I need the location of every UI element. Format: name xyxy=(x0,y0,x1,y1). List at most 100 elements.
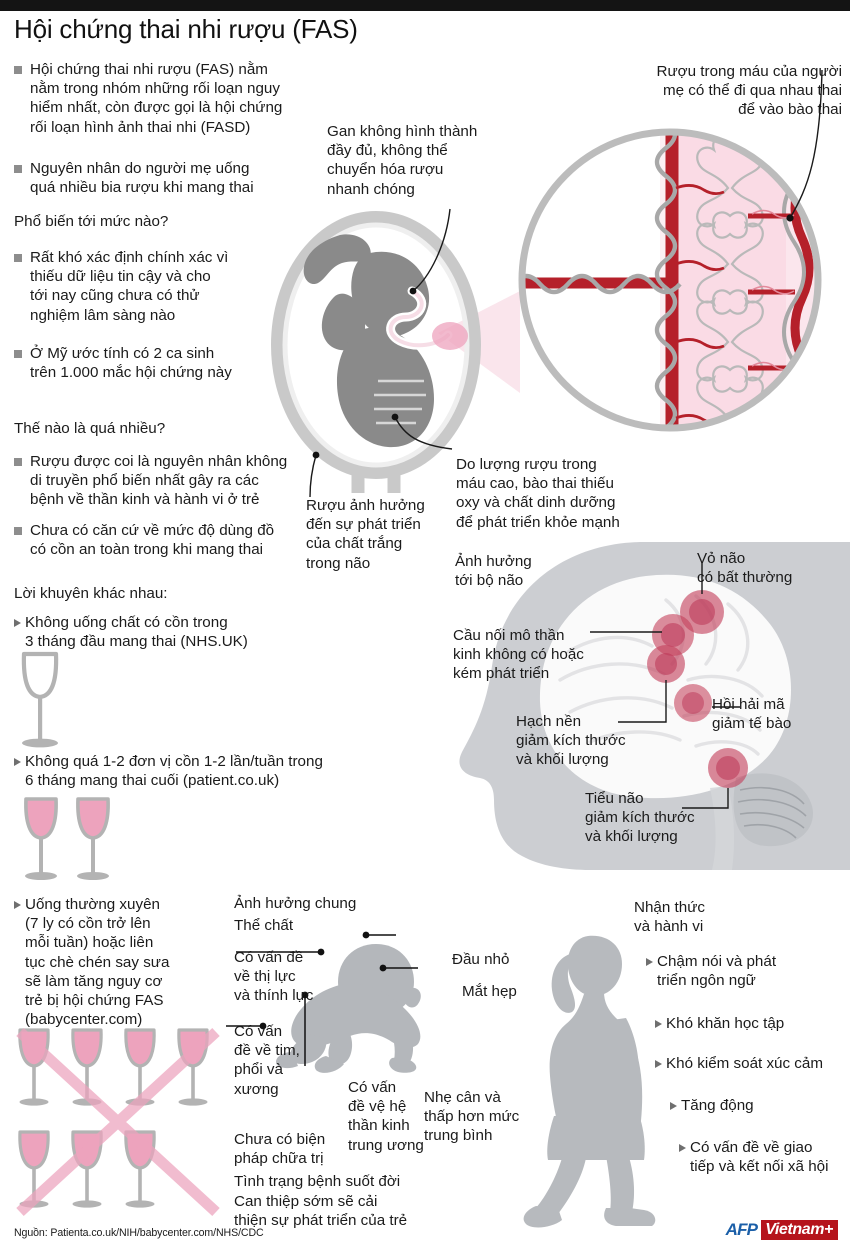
callout-leader-lines xyxy=(309,208,453,498)
prevalence-bullet-1-text: Rất khó xác định chính xác vì thiếu dữ l… xyxy=(30,249,229,324)
prevalence-bullet-2-text: Ở Mỹ ước tính có 2 ca sinh trên 1.000 mắ… xyxy=(30,345,232,382)
advice-item-2-text: Không quá 1-2 đơn vị cồn 1-2 lần/tuần tr… xyxy=(25,753,323,790)
liver-label: Gan không hình thành đầy đủ, không thể c… xyxy=(327,123,478,198)
magnifier-ring xyxy=(518,128,822,432)
top-black-bar xyxy=(0,0,850,11)
brain-label-cortex: Vỏ não có bất thường xyxy=(697,550,793,587)
callout-dot xyxy=(312,451,320,459)
oxygen-label: Do lượng rượu trong máu cao, bào thai th… xyxy=(456,456,620,531)
brain-label-corpus-callosum: Cầu nối mô thần kinh không có hoặc kém p… xyxy=(453,627,584,683)
baby-label-cns: Có vấn đề vệ hệ thần kinh trung ương xyxy=(348,1079,424,1154)
callout-dot xyxy=(786,214,794,222)
baby-subheading: Thể chất xyxy=(234,917,294,934)
white-matter-label: Rượu ảnh hưởng đến sự phát triển của chấ… xyxy=(306,497,425,572)
advice-item-2: Không quá 1-2 đơn vị cồn 1-2 lần/tuần tr… xyxy=(14,752,344,790)
baby-label-vision-hearing: Có vấn đề về thị lực và thính lực xyxy=(234,949,314,1005)
behavior-item-4: Tăng động xyxy=(670,1096,820,1115)
behavior-item-4-text: Tăng động xyxy=(681,1097,754,1114)
advice-heading: Lời khuyên khác nhau: xyxy=(14,585,168,602)
howmuch-bullet-1: Rượu được coi là nguyên nhân không di tr… xyxy=(14,452,319,510)
behavior-item-5: Có vấn đề về giao tiếp và kết nối xã hội xyxy=(679,1138,849,1176)
brain-leader-lines xyxy=(590,562,740,809)
behavior-item-1-text: Chậm nói và phát triển ngôn ngữ xyxy=(657,953,777,990)
prevalence-bullet-1: Rất khó xác định chính xác vì thiếu dữ l… xyxy=(14,248,304,325)
baby-note-1: Chưa có biện pháp chữa trị xyxy=(234,1131,326,1168)
advice-item-1: Không uống chất có cồn trong 3 tháng đầu… xyxy=(14,613,314,651)
prevalence-bullet-2: Ở Mỹ ước tính có 2 ca sinh trên 1.000 mắ… xyxy=(14,344,304,382)
behavior-item-3-text: Khó kiểm soát xúc cảm xyxy=(666,1055,823,1072)
triangle-bullet-icon xyxy=(14,758,21,766)
cross-out-x-icon xyxy=(16,1027,220,1217)
wine-glass-filled-icon xyxy=(24,797,58,880)
callout-dot xyxy=(409,287,417,295)
callout-leader-line xyxy=(789,69,823,219)
baby-illustration xyxy=(226,931,483,1078)
behavior-item-5-text: Có vấn đề về giao tiếp và kết nối xã hội xyxy=(690,1139,829,1176)
behavior-item-3: Khó kiểm soát xúc cảm xyxy=(655,1054,850,1073)
howmuch-heading: Thế nào là quá nhiều? xyxy=(14,420,166,437)
triangle-bullet-icon xyxy=(670,1102,677,1110)
vietnam-logo-text: Vietnam+ xyxy=(761,1220,838,1240)
triangle-bullet-icon xyxy=(679,1144,686,1152)
damage-hotspots xyxy=(647,590,748,788)
brain-label-cerebellum: Tiểu não giảm kích thước và khối lượng xyxy=(585,790,695,846)
two-filled-glasses-illustration xyxy=(10,795,140,890)
baby-label-small-head: Đầu nhỏ xyxy=(452,951,510,968)
advice-item-3-text: Uống thường xuyên (7 ly có cồn trở lên m… xyxy=(25,896,170,1029)
baby-label-low-weight: Nhẹ cân và thấp hơn mức trung bình xyxy=(424,1089,520,1145)
wine-glass-empty-icon xyxy=(21,651,59,748)
baby-note-2: Tình trạng bệnh suốt đời xyxy=(234,1173,401,1190)
intro-bullet-1-text: Hội chứng thai nhi rượu (FAS) nằm nằm tr… xyxy=(30,61,283,136)
baby-label-heart-lung-bone: Có vấn đề về tim, phổi và xương xyxy=(234,1023,300,1098)
triangle-bullet-icon xyxy=(14,619,21,627)
brain-label-basal-ganglia: Hạch nền giảm kích thước và khối lượng xyxy=(516,713,626,769)
cerebellum xyxy=(733,773,813,847)
square-bullet-icon xyxy=(14,350,22,358)
afp-logo-text: AFP xyxy=(725,1220,758,1239)
baby-heading: Ảnh hưởng chung xyxy=(234,895,357,912)
advice-item-1-text: Không uống chất có cồn trong 3 tháng đầu… xyxy=(25,614,248,651)
square-bullet-icon xyxy=(14,66,22,74)
square-bullet-icon xyxy=(14,458,22,466)
single-empty-glass-illustration xyxy=(10,650,70,755)
square-bullet-icon xyxy=(14,165,22,173)
behavior-item-2-text: Khó khăn học tập xyxy=(666,1015,785,1032)
brain-label-hippocampus: Hồi hải mã giảm tế bào xyxy=(712,696,792,733)
square-bullet-icon xyxy=(14,527,22,535)
triangle-bullet-icon xyxy=(646,958,653,966)
intro-bullet-2-text: Nguyên nhân do người mẹ uống quá nhiều b… xyxy=(30,160,254,197)
page-title: Hội chứng thai nhi rượu (FAS) xyxy=(14,14,358,44)
behavior-heading: Nhận thức và hành vi xyxy=(634,899,705,936)
placenta-magnified-detail xyxy=(490,69,840,438)
placenta-transfer-label: Rượu trong máu của người mẹ có thể đi qu… xyxy=(656,63,842,119)
intro-bullet-1: Hội chứng thai nhi rượu (FAS) nằm nằm tr… xyxy=(14,60,314,137)
baby-leader-lines xyxy=(226,934,418,1066)
advice-item-3: Uống thường xuyên (7 ly có cồn trở lên m… xyxy=(14,895,229,1029)
cervix xyxy=(351,467,401,493)
howmuch-bullet-2-text: Chưa có căn cứ về mức độ dùng đồ có cồn … xyxy=(30,522,275,559)
triangle-bullet-icon xyxy=(655,1060,662,1068)
intro-bullet-2: Nguyên nhân do người mẹ uống quá nhiều b… xyxy=(14,159,314,197)
placenta-attachment xyxy=(432,322,468,350)
baby-silhouette xyxy=(276,944,421,1073)
baby-callout-dots xyxy=(259,931,387,1030)
triangle-bullet-icon xyxy=(14,901,21,909)
baby-label-narrow-eyes: Mắt hẹp xyxy=(462,983,517,1000)
howmuch-bullet-1-text: Rượu được coi là nguyên nhân không di tr… xyxy=(30,453,288,509)
wine-glass-filled-icon xyxy=(76,797,110,880)
walking-girl-silhouette xyxy=(523,935,656,1228)
girl-silhouette-illustration xyxy=(518,920,703,1230)
behavior-item-2: Khó khăn học tập xyxy=(655,1014,845,1033)
behavior-item-1: Chậm nói và phát triển ngôn ngữ xyxy=(646,952,836,990)
baby-note-3: Can thiệp sớm sẽ cải thiện sự phát triển… xyxy=(234,1193,408,1230)
prevalence-heading: Phổ biến tới mức nào? xyxy=(14,213,169,230)
source-line: Nguồn: Patienta.co.uk/NIH/babycenter.com… xyxy=(14,1227,264,1239)
triangle-bullet-icon xyxy=(655,1020,662,1028)
brain-head-illustration xyxy=(440,540,850,890)
square-bullet-icon xyxy=(14,254,22,262)
fetus-womb-illustration xyxy=(270,205,520,498)
seven-glasses-crossed-illustration xyxy=(8,1022,233,1222)
womb-wall xyxy=(271,211,481,479)
howmuch-bullet-2: Chưa có căn cứ về mức độ dùng đồ có cồn … xyxy=(14,521,319,559)
afp-vietnam-logo: AFP Vietnam+ xyxy=(726,1220,838,1240)
